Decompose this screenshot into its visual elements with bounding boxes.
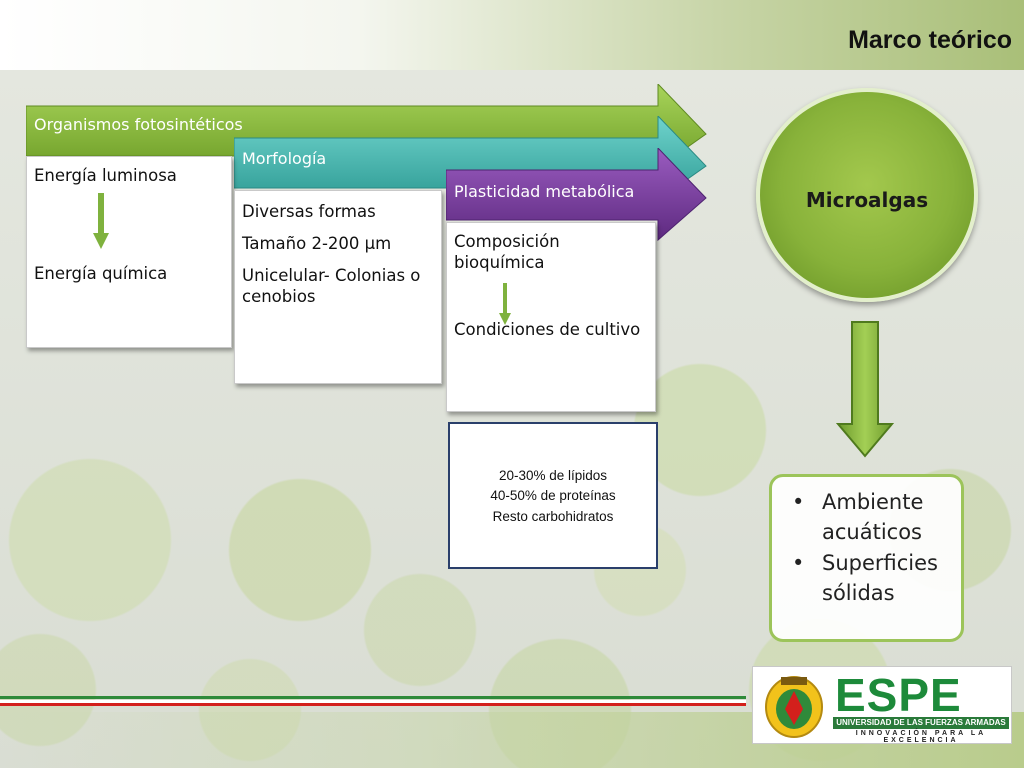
- banner-label-morphology: Morfología: [242, 149, 327, 168]
- energy-box: Energía luminosa Energía química: [26, 156, 232, 348]
- habitat-aquatic-text: Ambiente acuáticos: [822, 490, 924, 545]
- espe-logo: ESPE UNIVERSIDAD DE LAS FUERZAS ARMADAS …: [752, 666, 1012, 744]
- plasticity-composition-text: Composición bioquímica: [454, 232, 560, 273]
- carbohydrates-text: Resto carbohidratos: [492, 508, 614, 524]
- energy-chemical-text: Energía química: [34, 264, 168, 283]
- university-seal-icon: [765, 676, 823, 738]
- list-item: •Ambiente acuáticos: [792, 490, 924, 545]
- logo-wordmark: ESPE: [835, 669, 962, 721]
- banner-label-plasticity: Plasticidad metabólica: [454, 182, 635, 201]
- logo-motto: INNOVACIÓN PARA LA EXCELENCIA: [855, 730, 987, 744]
- footer-stripe-white: [0, 700, 746, 703]
- banner-plasticity: Plasticidad metabólica: [446, 148, 708, 244]
- proteins-text: 40-50% de proteínas: [490, 488, 616, 504]
- header-bar: Marco teórico: [0, 0, 1024, 70]
- purple-arrow-shape: [446, 148, 707, 242]
- morphology-colonies-text: Unicelular- Colonias o cenobios: [242, 266, 421, 307]
- composition-box: 20-30% de lípidos 40-50% de proteínas Re…: [448, 422, 658, 569]
- morphology-forms-text: Diversas formas: [242, 202, 376, 221]
- plasticity-box: Composición bioquímica Condiciones de cu…: [446, 222, 656, 412]
- microalgae-circle: Microalgas: [756, 88, 978, 302]
- banner-label-photosynthetic: Organismos fotosintéticos: [34, 115, 243, 134]
- list-item: •Superficies sólidas: [792, 550, 938, 606]
- footer-stripe-red: [0, 703, 746, 706]
- big-down-arrow-icon: [836, 321, 894, 458]
- down-arrow-icon: [93, 193, 109, 249]
- habitat-list: •Ambiente acuáticos •Superficies sólidas: [788, 487, 955, 609]
- lipids-text: 20-30% de lípidos: [498, 468, 608, 483]
- habitat-solid-text: Superficies sólidas: [822, 550, 938, 606]
- energy-light-text: Energía luminosa: [34, 166, 177, 185]
- down-arrow-icon: [499, 283, 511, 325]
- logo-subtitle: UNIVERSIDAD DE LAS FUERZAS ARMADAS: [833, 717, 1009, 729]
- slide-title: Marco teórico: [848, 26, 1012, 54]
- habitat-box: •Ambiente acuáticos •Superficies sólidas: [769, 474, 964, 642]
- morphology-size-text: Tamaño 2-200 µm: [242, 234, 392, 253]
- morphology-box: Diversas formas Tamaño 2-200 µm Unicelul…: [234, 190, 442, 384]
- plasticity-culture-text: Condiciones de cultivo: [454, 320, 641, 339]
- footer-stripe-green: [0, 696, 746, 699]
- microalgae-label: Microalgas: [805, 188, 929, 212]
